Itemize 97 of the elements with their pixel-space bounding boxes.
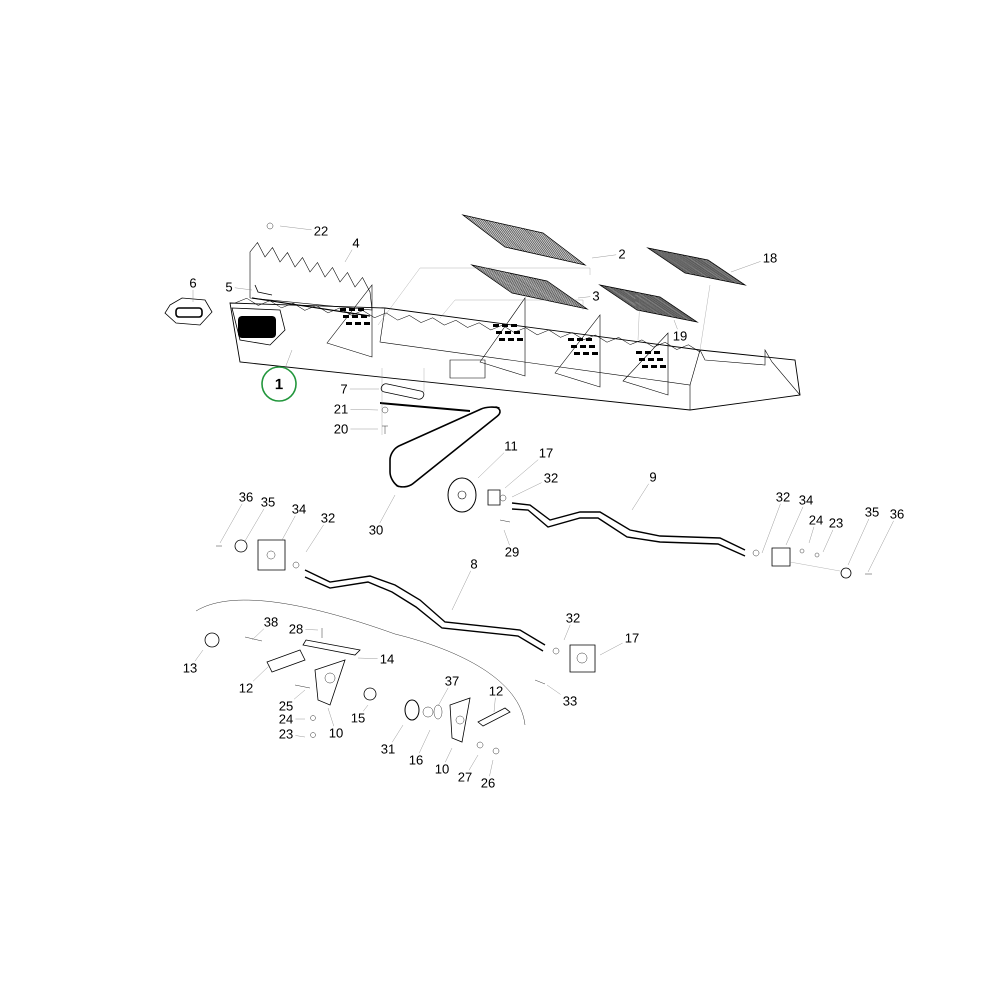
leader-line bbox=[328, 708, 334, 726]
callout-number: 32 bbox=[544, 473, 558, 483]
callout-number: 10 bbox=[436, 764, 449, 774]
callout-number: 13 bbox=[184, 663, 197, 673]
callout-number: 22 bbox=[314, 226, 328, 236]
leader-line bbox=[438, 688, 448, 706]
leader-line bbox=[294, 690, 306, 700]
leader-line bbox=[285, 350, 292, 368]
leader-line bbox=[220, 504, 242, 544]
leader-line bbox=[468, 754, 478, 770]
leader-line bbox=[234, 288, 252, 290]
leader-line bbox=[362, 704, 368, 712]
callout-number: 10 bbox=[330, 728, 343, 738]
leader-line bbox=[295, 735, 306, 738]
callout-number: 36 bbox=[239, 492, 253, 502]
callout-number: 24 bbox=[809, 515, 823, 525]
callout-number: 38 bbox=[264, 617, 278, 627]
leader-line bbox=[489, 760, 494, 776]
callout-number: 12 bbox=[490, 686, 503, 696]
leader-line bbox=[504, 530, 510, 546]
callout-number: 25 bbox=[279, 701, 293, 711]
callout-number: 5 bbox=[226, 282, 232, 292]
leader-line bbox=[244, 508, 264, 542]
callout-number: 27 bbox=[458, 772, 472, 782]
callout-number: 8 bbox=[470, 559, 478, 569]
callout-number: 4 bbox=[352, 238, 360, 248]
leader-line bbox=[786, 506, 804, 546]
callout-number: 32 bbox=[776, 492, 790, 502]
callout-number: 34 bbox=[799, 495, 813, 505]
callout-number: 32 bbox=[566, 613, 580, 623]
callout-number: 15 bbox=[352, 713, 365, 723]
leader-line bbox=[350, 409, 378, 410]
leader-line bbox=[418, 730, 430, 754]
leader-line bbox=[306, 524, 324, 552]
leader-line bbox=[632, 484, 649, 510]
leader-line bbox=[295, 718, 306, 720]
callout-number: 23 bbox=[829, 518, 843, 528]
leader-line bbox=[848, 518, 870, 566]
callout-number: 37 bbox=[445, 676, 459, 686]
callout-number: 36 bbox=[890, 509, 904, 519]
leader-line bbox=[592, 254, 616, 258]
callout-number: 29 bbox=[505, 547, 519, 557]
callout-number: 21 bbox=[334, 404, 348, 414]
leader-line bbox=[280, 226, 312, 230]
leader-line bbox=[252, 664, 270, 682]
leader-line bbox=[494, 698, 496, 712]
callout-number: 32 bbox=[321, 513, 335, 523]
callout-number: 31 bbox=[381, 744, 395, 754]
leader-line bbox=[822, 530, 834, 552]
leader-line bbox=[674, 320, 678, 330]
leader-line bbox=[546, 684, 561, 695]
callout-number: 14 bbox=[380, 654, 394, 664]
callout-number: 34 bbox=[292, 504, 306, 514]
callout-number: 35 bbox=[261, 497, 275, 507]
leader-line bbox=[808, 526, 814, 544]
leader-line bbox=[868, 520, 894, 572]
leader-line bbox=[504, 459, 538, 488]
callout-number: 24 bbox=[279, 714, 293, 724]
leader-line bbox=[445, 748, 452, 762]
leader-line bbox=[452, 570, 471, 610]
callout-number: 35 bbox=[865, 507, 879, 517]
leader-line bbox=[344, 249, 352, 262]
callout-number: 2 bbox=[619, 249, 625, 259]
leader-line bbox=[730, 261, 761, 272]
callout-number: 17 bbox=[626, 634, 639, 642]
callout-number: 17 bbox=[540, 448, 553, 458]
leader-line bbox=[578, 296, 590, 298]
callout-number: 7 bbox=[341, 384, 347, 394]
callout-number: 20 bbox=[334, 424, 348, 434]
callout-number: 28 bbox=[289, 624, 303, 634]
leader-line bbox=[358, 658, 378, 659]
leader-line bbox=[478, 452, 504, 478]
callout-number: 26 bbox=[481, 778, 495, 788]
leader-line bbox=[194, 650, 204, 662]
leader-line bbox=[192, 290, 194, 302]
leader-line bbox=[305, 629, 318, 630]
callout-number: 19 bbox=[674, 331, 687, 341]
callout-number: 9 bbox=[650, 472, 656, 482]
leader-line bbox=[350, 388, 380, 390]
leader-line bbox=[762, 504, 781, 554]
callout-number: 16 bbox=[410, 755, 423, 765]
callout-number: 33 bbox=[563, 696, 577, 706]
leader-line bbox=[392, 724, 404, 742]
callout-number: 3 bbox=[592, 291, 600, 301]
leader-line bbox=[282, 516, 296, 540]
callout-number: 18 bbox=[764, 253, 777, 263]
callout-number: 12 bbox=[240, 683, 253, 693]
leader-line bbox=[600, 642, 623, 656]
leader-line bbox=[350, 428, 378, 430]
callout-number: 23 bbox=[279, 729, 293, 739]
leader-line bbox=[564, 624, 570, 640]
callout-number: 30 bbox=[369, 525, 383, 535]
callout-number: 6 bbox=[190, 278, 196, 288]
leader-line bbox=[380, 494, 396, 524]
leader-line bbox=[252, 628, 264, 640]
callout-number: 11 bbox=[505, 442, 518, 450]
leader-line bbox=[512, 482, 542, 498]
